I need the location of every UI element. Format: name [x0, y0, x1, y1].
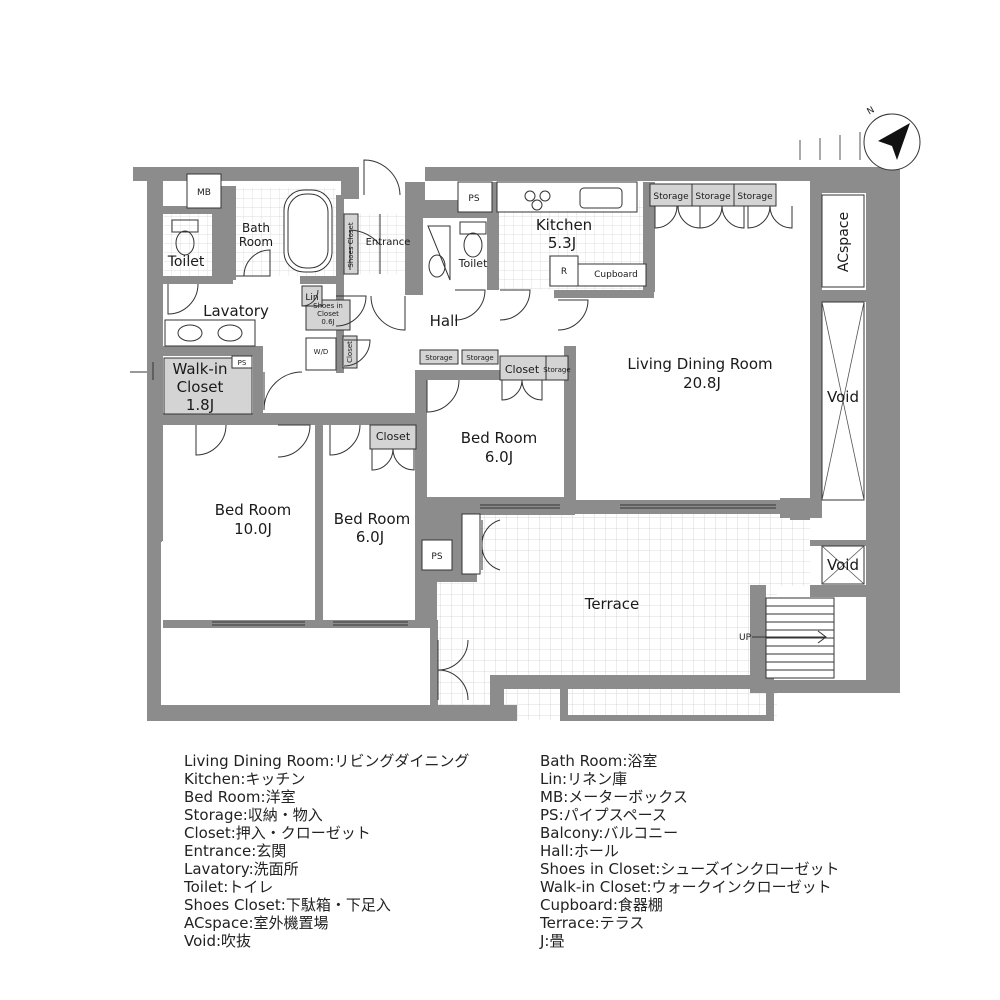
north-arrow-icon	[799, 113, 921, 171]
legend-item: Walk-in Closet:ウォークインクローゼット	[540, 878, 832, 896]
legend-item: Cupboard:食器棚	[540, 896, 663, 914]
label-up: UP	[739, 633, 752, 643]
label-bath-1: Bath	[242, 221, 270, 235]
legend-item: Living Dining Room:リビングダイニング	[184, 752, 470, 770]
label-wd: W/D	[314, 348, 329, 356]
stairs	[752, 597, 835, 679]
label-closet-bed2: Closet	[376, 430, 411, 443]
label-entrance: Entrance	[366, 237, 411, 248]
label-storage-e: Storage	[466, 354, 493, 362]
legend-item: Kitchen:キッチン	[184, 770, 306, 788]
label-shoes-in-closet-1: Shoes in	[313, 302, 343, 310]
label-cupboard: Cupboard	[594, 270, 638, 280]
label-storage-f: Storage	[543, 366, 570, 374]
legend-item: MB:メーターボックス	[540, 788, 688, 806]
label-ps-top: PS	[468, 194, 479, 204]
label-walkin-size: 1.8J	[186, 396, 214, 414]
legend-item: Entrance:玄関	[184, 842, 287, 860]
label-bed1: Bed Room	[215, 501, 292, 519]
label-bed3-size: 6.0J	[485, 448, 513, 466]
label-living-size: 20.8J	[683, 374, 721, 392]
windows	[130, 362, 776, 626]
label-shoes-in-closet-size: 0.6J	[321, 318, 334, 326]
legend-item: Terrace:テラス	[540, 914, 645, 932]
label-ps-terrace: PS	[431, 552, 442, 562]
label-lavatory: Lavatory	[203, 302, 269, 320]
walls	[133, 167, 900, 721]
label-acspace: ACspace	[836, 212, 852, 272]
label-kitchen-size: 5.3J	[548, 234, 576, 252]
label-bed3: Bed Room	[461, 429, 538, 447]
doors	[167, 159, 793, 701]
label-bed2: Bed Room	[334, 510, 411, 528]
label-ps-walkin: PS	[238, 359, 247, 367]
legend-right: Bath Room:浴室 Lin:リネン庫 MB:メーターボックス PS:パイプ…	[540, 752, 840, 950]
legend-item: Shoes in Closet:シューズインクローゼット	[540, 860, 840, 878]
label-bath-2: Room	[239, 235, 273, 249]
label-closet-small: Closet	[346, 341, 354, 363]
label-mb: MB	[197, 188, 211, 198]
legend-left: Living Dining Room:リビングダイニング Kitchen:キッチ…	[184, 752, 469, 950]
label-shoes-in-closet-2: Closet	[317, 310, 339, 318]
legend-item: Void:吹抜	[184, 932, 252, 950]
legend-item: Shoes Closet:下駄箱・下足入	[184, 896, 391, 914]
label-north: N	[866, 105, 877, 117]
label-bed2-size: 6.0J	[356, 528, 384, 546]
label-void-1: Void	[827, 388, 859, 406]
legend-item: PS:パイプスペース	[540, 806, 667, 824]
label-hall: Hall	[430, 312, 459, 330]
label-kitchen: Kitchen	[536, 216, 592, 234]
label-storage-b: Storage	[695, 192, 731, 202]
label-void-2: Void	[827, 556, 859, 574]
label-toilet-2: Toilet	[458, 257, 488, 270]
label-shoes-closet: Shoes Closet	[347, 222, 355, 267]
label-walkin-2: Closet	[177, 378, 224, 396]
legend-item: Closet:押入・クローゼット	[184, 824, 371, 842]
legend-item: Bed Room:洋室	[184, 788, 296, 806]
legend-item: Lavatory:洗面所	[184, 860, 299, 878]
label-lin: Lin	[305, 293, 318, 303]
legend-item: Toilet:トイレ	[184, 878, 274, 896]
label-bed1-size: 10.0J	[234, 520, 272, 538]
legend-item: Lin:リネン庫	[540, 770, 628, 788]
legend-item: ACspace:室外機置場	[184, 914, 329, 932]
room-labels: MB Toilet Bath Room Shoes Closet Entranc…	[167, 105, 877, 643]
legend-item: J:畳	[540, 932, 565, 950]
legend-item: Storage:収納・物入	[184, 806, 323, 824]
void-crosses	[821, 301, 865, 585]
label-terrace: Terrace	[584, 595, 640, 613]
legend-item: Hall:ホール	[540, 842, 619, 860]
label-storage-d: Storage	[425, 354, 452, 362]
legend-item: Bath Room:浴室	[540, 752, 658, 770]
label-refrigerator: R	[561, 267, 567, 277]
label-living: Living Dining Room	[627, 355, 772, 373]
label-walkin-1: Walk-in	[172, 360, 227, 378]
legend-item: Balcony:バルコニー	[540, 824, 679, 842]
label-storage-c: Storage	[737, 192, 773, 202]
label-closet-bed3: Closet	[505, 363, 540, 376]
label-storage-a: Storage	[653, 192, 689, 202]
fixtures	[164, 173, 647, 575]
label-toilet-1: Toilet	[167, 254, 205, 270]
